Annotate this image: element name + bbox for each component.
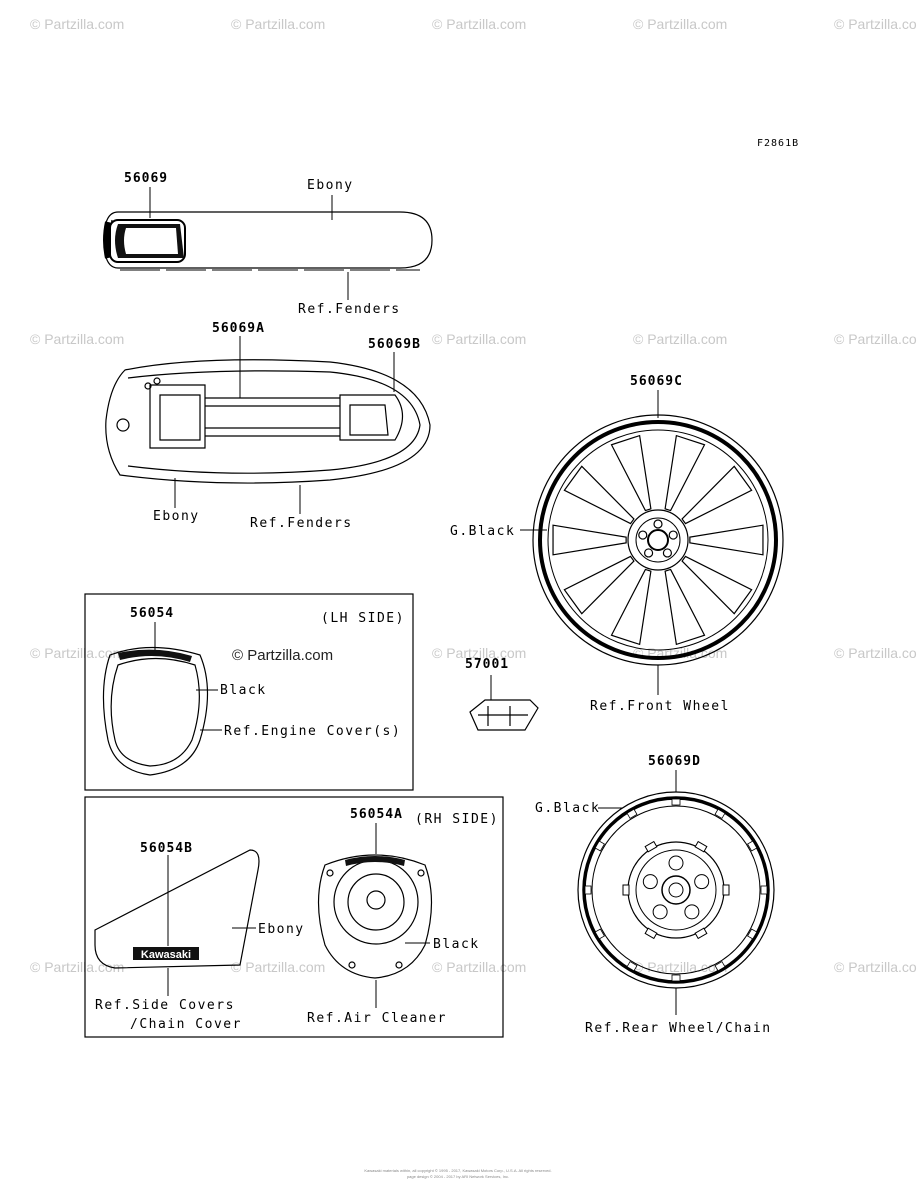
wheel-spoke: [689, 524, 764, 556]
sprocket-hole: [694, 874, 710, 890]
watermark: © Partzilla.com: [834, 16, 917, 32]
watermark: © Partzilla.com: [432, 645, 526, 661]
label-ebony-top: Ebony: [307, 178, 354, 193]
watermark-grid: © Partzilla.com © Partzilla.com © Partzi…: [30, 16, 917, 975]
label-ref-fenders-rear: Ref.Fenders: [250, 516, 353, 531]
watermark: © Partzilla.com: [432, 16, 526, 32]
damper-block: [694, 927, 708, 940]
kawasaki-logo: Kawasaki: [141, 949, 191, 961]
part-number-56054[interactable]: 56054: [130, 606, 174, 621]
label-ref-rear-wheel: Ref.Rear Wheel/Chain: [585, 1021, 772, 1036]
rim-mark: [671, 798, 681, 806]
wheel-spoke: [681, 555, 753, 615]
kawasaki-logo-plate: [133, 947, 199, 960]
label-chain-cover: /Chain Cover: [130, 1017, 242, 1032]
rim-mark: [714, 808, 726, 819]
part-number-56069A[interactable]: 56069A: [212, 321, 265, 336]
label-ebony-rear: Ebony: [153, 509, 200, 524]
rim-mark: [584, 885, 592, 895]
label-ref-engine-cover: Ref.Engine Cover(s): [224, 724, 401, 739]
watermark: © Partzilla.com: [30, 331, 124, 347]
watermark: © Partzilla.com: [231, 16, 325, 32]
part-number-56054A[interactable]: 56054A: [350, 807, 403, 822]
watermark: © Partzilla.com: [834, 645, 917, 661]
rim-mark: [626, 961, 638, 972]
label-g-black-rear: G.Black: [535, 801, 600, 816]
hub-bolt: [643, 548, 654, 558]
part-number-56069[interactable]: 56069: [124, 171, 168, 186]
rim-mark: [714, 961, 726, 972]
hub-bolt: [638, 530, 648, 540]
watermark: © Partzilla.com: [432, 959, 526, 975]
wheel-spoke: [664, 568, 706, 646]
watermark: © Partzilla.com: [633, 959, 727, 975]
wheel-spoke: [563, 465, 635, 525]
hub-bolt: [668, 530, 678, 540]
watermark: © Partzilla.com: [633, 331, 727, 347]
hub-bolt: [653, 519, 663, 529]
label-ref-air-cleaner: Ref.Air Cleaner: [307, 1011, 447, 1026]
label-g-black-front: G.Black: [450, 524, 515, 539]
label-lh-side: (LH SIDE): [321, 611, 405, 626]
front-wheel-drawing: [520, 390, 784, 695]
rh-side-box: [84, 796, 504, 1038]
label-black-engine: Black: [220, 683, 267, 698]
label-ref-side-covers: Ref.Side Covers: [95, 998, 235, 1013]
damper-block: [694, 840, 708, 853]
rim-mark: [594, 928, 605, 940]
wheel-spoke: [552, 524, 627, 556]
rim-mark: [594, 840, 605, 852]
sprocket-hole: [652, 904, 668, 920]
rear-wheel-drawing: [577, 770, 775, 1015]
sprocket-hole: [668, 855, 684, 871]
tool-57001-drawing: [469, 675, 539, 731]
sprocket-hole: [684, 904, 700, 920]
rear-fender-drawing: [105, 336, 431, 514]
label-ebony-side: Ebony: [258, 922, 305, 937]
watermark: © Partzilla.com: [30, 645, 124, 661]
damper-block: [722, 884, 730, 896]
center-watermark: © Partzilla.com: [232, 647, 333, 664]
watermark: © Partzilla.com: [30, 16, 124, 32]
watermark: © Partzilla.com: [633, 16, 727, 32]
watermark: © Partzilla.com: [30, 959, 124, 975]
part-number-56069C[interactable]: 56069C: [630, 374, 683, 389]
wheel-spoke: [664, 434, 706, 512]
rim-mark: [760, 885, 768, 895]
figure-code: F2861B: [757, 138, 799, 149]
side-cover-drawing: Kawasaki: [94, 849, 260, 996]
label-ref-fenders-top: Ref.Fenders: [298, 302, 401, 317]
damper-block: [644, 840, 658, 853]
watermark: © Partzilla.com: [834, 959, 917, 975]
wheel-spoke: [610, 434, 652, 512]
part-number-56069B[interactable]: 56069B: [368, 337, 421, 352]
part-number-56069D[interactable]: 56069D: [648, 754, 701, 769]
rim-mark: [626, 808, 638, 819]
rim-mark: [671, 974, 681, 982]
rim-mark: [747, 840, 758, 852]
lh-side-box: [84, 593, 414, 791]
part-number-57001[interactable]: 57001: [465, 657, 509, 672]
label-ref-front-wheel: Ref.Front Wheel: [590, 699, 730, 714]
label-rh-side: (RH SIDE): [415, 812, 499, 827]
watermark: © Partzilla.com: [432, 331, 526, 347]
hub-bolt: [662, 548, 673, 558]
wheel-spoke: [610, 568, 652, 646]
copyright-fine-print-2: page design © 2004 - 2017 by ARI Network…: [407, 1174, 509, 1179]
front-fender-drawing: [103, 187, 433, 300]
watermark: © Partzilla.com: [834, 331, 917, 347]
label-black-air: Black: [433, 937, 480, 952]
sprocket-hole: [642, 874, 658, 890]
rim-mark: [747, 928, 758, 940]
damper-block: [622, 884, 630, 896]
wheel-spoke: [681, 465, 753, 525]
air-cleaner-drawing: [317, 823, 433, 1008]
watermark: © Partzilla.com: [231, 959, 325, 975]
wheel-spoke: [563, 555, 635, 615]
copyright-fine-print: Kawasaki materials within, all copyright…: [364, 1168, 551, 1173]
part-number-56054B[interactable]: 56054B: [140, 841, 193, 856]
damper-block: [644, 927, 658, 940]
engine-cover-drawing: [102, 622, 222, 776]
